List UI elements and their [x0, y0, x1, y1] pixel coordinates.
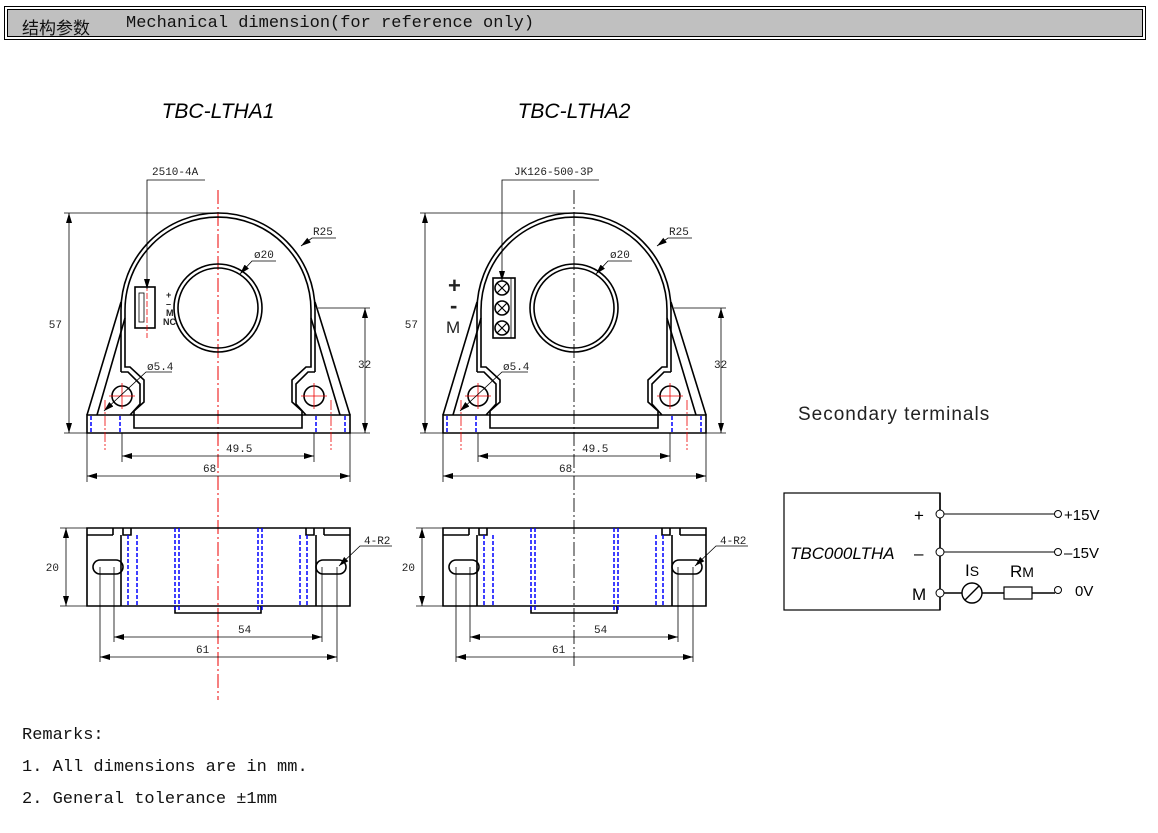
terminal-m: M [912, 585, 926, 604]
circuit-title: Secondary terminals [798, 404, 990, 425]
body-inner [480, 216, 668, 429]
dim-label-slot-radius: 4-R2 [720, 536, 746, 548]
drawing-tbc-ltha1: TBC-LTHA1 +–MNC 2510-4A 57 32 49.5 68 R25 ø20 ø5.… [46, 100, 392, 700]
flank [442, 301, 707, 416]
side-view-body [442, 527, 707, 614]
flank [86, 301, 351, 416]
dim-label-radius: R25 [669, 227, 689, 239]
dim-label-mount-hole: ø5.4 [147, 362, 174, 374]
dim-label-flange: 32 [714, 360, 727, 372]
hole-center-mark [109, 383, 135, 409]
hole-center-mark [657, 383, 683, 409]
screw-icon [494, 320, 510, 336]
dim-label-aperture: ø20 [610, 250, 630, 262]
pin-label: - [450, 293, 457, 318]
connector-label: 2510-4A [152, 167, 199, 179]
pin-label: – [166, 299, 171, 309]
slot [671, 559, 703, 575]
dim-label-mount-hole: ø5.4 [503, 362, 530, 374]
screw-icon [494, 300, 510, 316]
output-0v: 0V [1075, 583, 1093, 600]
hole-center-mark [465, 383, 491, 409]
terminal-dot [1054, 586, 1062, 594]
terminal-dot [1054, 510, 1062, 518]
dim-label-slot-outer: 61 [552, 645, 566, 657]
dim-label-radius: R25 [313, 227, 333, 239]
pin-label: NC [163, 317, 176, 327]
section-header: 结构参数 Mechanical dimension(for reference … [7, 9, 1143, 39]
terminal-block-icon [492, 277, 516, 339]
aperture-outer [529, 263, 619, 353]
dim-label-aperture: ø20 [254, 250, 274, 262]
side-view-body [86, 527, 351, 614]
dim-label-hole-spacing: 49.5 [582, 444, 608, 456]
device-label: TBC000LTHA [790, 544, 895, 563]
header-title: Mechanical dimension(for reference only) [126, 14, 535, 33]
pin-label: M [446, 318, 460, 337]
dim-label-width: 68 [559, 464, 572, 476]
aperture-inner [533, 267, 615, 349]
body-inner [124, 216, 312, 429]
pin-label: + [448, 273, 461, 298]
aperture-inner [177, 267, 259, 349]
model-title: TBC-LTHA2 [518, 100, 631, 123]
remark-item: 1. All dimensions are in mm. [22, 758, 308, 777]
resistor-icon [1003, 586, 1033, 600]
output-minus15: –15V [1064, 545, 1099, 562]
terminal-minus: – [914, 544, 924, 563]
slot [92, 559, 124, 575]
dim-label-depth: 20 [46, 563, 59, 575]
pin-label: M [166, 308, 174, 318]
terminal-plus: + [914, 506, 924, 525]
remarks-title: Remarks: [22, 726, 104, 745]
dim-label-hole-spacing: 49.5 [226, 444, 252, 456]
resistor-label: RM [1010, 562, 1034, 581]
dim-label-height: 57 [49, 320, 62, 332]
pin-label: + [166, 290, 171, 300]
dim-label-flange: 32 [358, 360, 371, 372]
aperture-outer [173, 263, 263, 353]
slot [315, 559, 347, 575]
remark-item: 2. General tolerance ±1mm [22, 790, 278, 809]
dim-label-slot-radius: 4-R2 [364, 536, 390, 548]
connector-slot [138, 292, 145, 323]
model-title: TBC-LTHA1 [162, 100, 275, 123]
hole-center-mark [301, 383, 327, 409]
dim-label-slot-inner: 54 [238, 625, 252, 637]
slot [448, 559, 480, 575]
connector-label: JK126-500-3P [514, 167, 594, 179]
current-label: IS [965, 561, 979, 580]
connector-leader [144, 179, 205, 289]
connector-icon [134, 286, 156, 329]
connector-leader [499, 179, 599, 281]
dim-label-slot-inner: 54 [594, 625, 608, 637]
dim-label-slot-outer: 61 [196, 645, 210, 657]
header-cn-title: 结构参数 [22, 19, 90, 39]
dim-label-depth: 20 [402, 563, 415, 575]
dim-label-width: 68 [203, 464, 216, 476]
secondary-terminals-diagram: Secondary terminals TBC000LTHA + – M +15… [783, 404, 1099, 611]
output-plus15: +15V [1064, 507, 1099, 524]
terminal-dot [1054, 548, 1062, 556]
ammeter-icon [961, 582, 983, 604]
dim-label-height: 57 [405, 320, 418, 332]
